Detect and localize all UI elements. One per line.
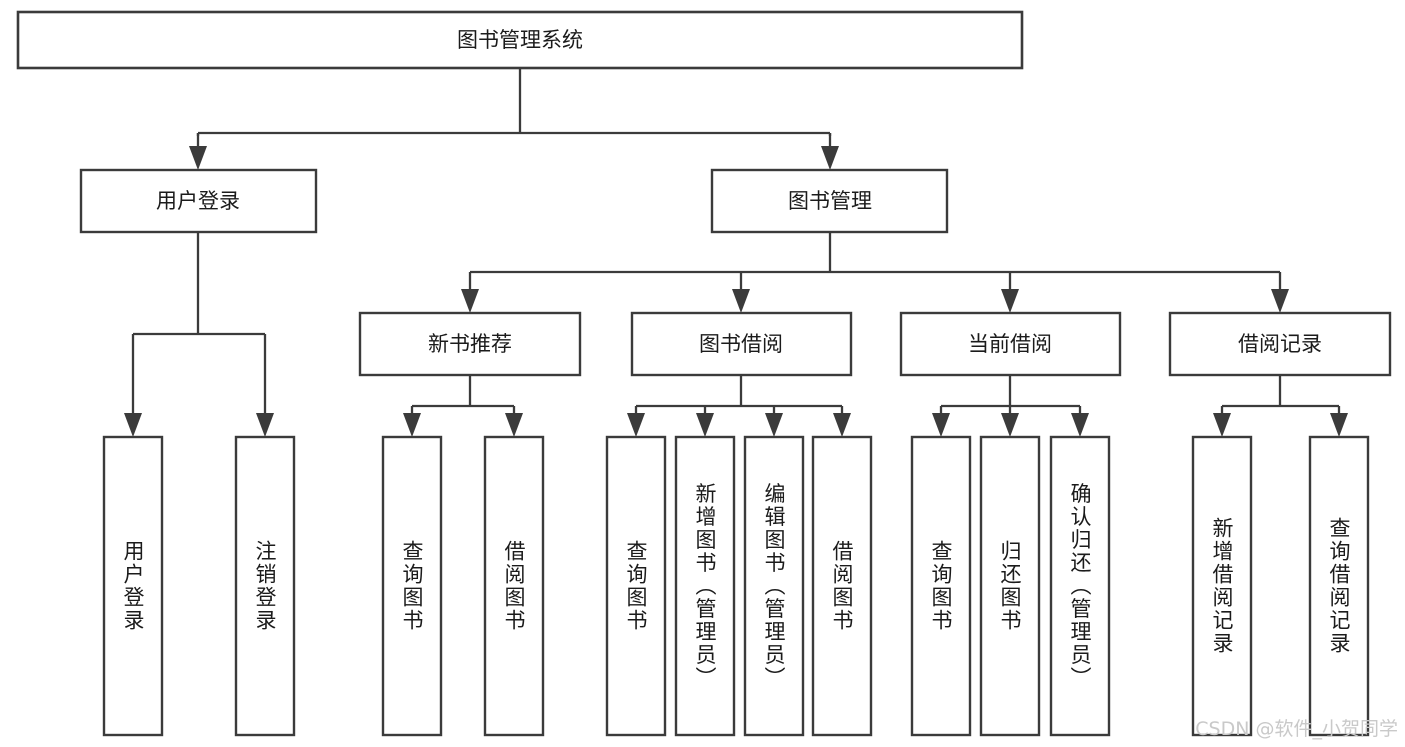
leaf-user-login-box-shape: [102, 435, 164, 737]
leaf-query-book-2-box-shape: [605, 435, 667, 737]
leaf-query-book-3-box-shape: [910, 435, 972, 737]
new-book-recommend-box-shape: [358, 311, 582, 377]
leaf-query-borrow-record-label: 查询借阅记录: [1327, 517, 1351, 655]
watermark-label: CSDN @软件_小贺同学: [1195, 718, 1398, 740]
node-borrow-record[interactable]: 借阅记录: [1168, 311, 1392, 377]
arrow-head-leaf-return-book: [1001, 413, 1019, 437]
leaf-add-borrow-record-label: 新增借阅记录: [1210, 517, 1234, 655]
node-root[interactable]: 图书管理系统: [16, 10, 1024, 70]
leaf-query-book-1-box-shape: [381, 435, 443, 737]
current-borrow-label: 当前借阅: [968, 332, 1052, 356]
arrow-head-leaf-edit-book: [765, 413, 783, 437]
node-leaf-add-book[interactable]: 新增图书（管理员）: [674, 435, 736, 737]
node-leaf-query-book-3[interactable]: 查询图书: [910, 435, 972, 737]
node-leaf-query-book-1[interactable]: 查询图书: [381, 435, 443, 737]
arrow-head-leaf-confirm-return: [1071, 413, 1089, 437]
leaf-borrow-book-2-label: 借阅图书: [830, 540, 854, 632]
arrow-head-leaf-user-login: [124, 413, 142, 437]
leaf-query-book-1-label: 查询图书: [400, 540, 424, 632]
arrow-head-leaf-query-borrow-record: [1330, 413, 1348, 437]
leaf-edit-book-label: 编辑图书（管理员）: [762, 483, 786, 690]
leaf-add-borrow-record-box-shape: [1191, 435, 1253, 737]
arrow-head-current-borrow: [1001, 289, 1019, 313]
node-new-book-recommend[interactable]: 新书推荐: [358, 311, 582, 377]
root-label: 图书管理系统: [457, 28, 583, 52]
node-leaf-query-borrow-record[interactable]: 查询借阅记录: [1308, 435, 1370, 737]
node-leaf-query-book-2[interactable]: 查询图书: [605, 435, 667, 737]
leaf-add-book-label: 新增图书（管理员）: [693, 483, 717, 690]
node-leaf-user-login[interactable]: 用户登录: [102, 435, 164, 737]
node-book-management[interactable]: 图书管理: [710, 168, 949, 234]
leaf-logout-login-label: 注销登录: [253, 540, 277, 632]
leaf-user-login-label: 用户登录: [121, 540, 145, 632]
arrow-head-leaf-add-book: [696, 413, 714, 437]
leaf-query-borrow-record-box-shape: [1308, 435, 1370, 737]
leaf-confirm-return-box-shape: [1049, 435, 1111, 737]
node-current-borrow[interactable]: 当前借阅: [899, 311, 1122, 377]
node-leaf-logout-login[interactable]: 注销登录: [234, 435, 296, 737]
leaf-borrow-book-1-box-shape: [483, 435, 545, 737]
arrow-head-book-management: [821, 146, 839, 170]
node-leaf-confirm-return[interactable]: 确认归还（管理员）: [1049, 435, 1111, 737]
arrow-head-leaf-query-book-2: [627, 413, 645, 437]
leaf-edit-book-box-shape: [743, 435, 805, 737]
node-book-borrow[interactable]: 图书借阅: [630, 311, 853, 377]
arrow-head-user-login: [189, 146, 207, 170]
book-borrow-label: 图书借阅: [699, 332, 783, 356]
new-book-recommend-label: 新书推荐: [428, 332, 512, 356]
book-borrow-box-shape: [630, 311, 853, 377]
user-login-box-shape: [79, 168, 318, 234]
book-management-label: 图书管理: [788, 189, 872, 213]
node-leaf-return-book[interactable]: 归还图书: [979, 435, 1041, 737]
arrow-head-leaf-borrow-book-2: [833, 413, 851, 437]
leaf-query-book-3-label: 查询图书: [929, 540, 953, 632]
arrow-head-borrow-record: [1271, 289, 1289, 313]
node-leaf-add-borrow-record[interactable]: 新增借阅记录: [1191, 435, 1253, 737]
leaf-confirm-return-label: 确认归还（管理员）: [1068, 483, 1092, 690]
arrow-head-book-borrow: [732, 289, 750, 313]
arrow-head-leaf-add-borrow-record: [1213, 413, 1231, 437]
node-leaf-borrow-book-1[interactable]: 借阅图书: [483, 435, 545, 737]
leaf-query-book-2-label: 查询图书: [624, 540, 648, 632]
node-leaf-borrow-book-2[interactable]: 借阅图书: [811, 435, 873, 737]
arrow-head-leaf-borrow-book-1: [505, 413, 523, 437]
connector-layer: [124, 68, 1348, 437]
current-borrow-box-shape: [899, 311, 1122, 377]
leaf-borrow-book-2-box-shape: [811, 435, 873, 737]
leaf-borrow-book-1-label: 借阅图书: [502, 540, 526, 632]
leaf-return-book-label: 归还图书: [998, 540, 1022, 632]
leaf-return-book-box-shape: [979, 435, 1041, 737]
book-management-box-shape: [710, 168, 949, 234]
node-user-login[interactable]: 用户登录: [79, 168, 318, 234]
arrow-head-new-book-recommend: [461, 289, 479, 313]
user-login-label: 用户登录: [156, 189, 240, 213]
arrow-head-leaf-query-book-1: [403, 413, 421, 437]
borrow-record-box-shape: [1168, 311, 1392, 377]
arrow-head-leaf-logout-login: [256, 413, 274, 437]
borrow-record-label: 借阅记录: [1238, 332, 1322, 356]
arrow-head-leaf-query-book-3: [932, 413, 950, 437]
leaf-add-book-box-shape: [674, 435, 736, 737]
root-box-shape: [16, 10, 1024, 70]
leaf-logout-login-box-shape: [234, 435, 296, 737]
node-leaf-edit-book[interactable]: 编辑图书（管理员）: [743, 435, 805, 737]
